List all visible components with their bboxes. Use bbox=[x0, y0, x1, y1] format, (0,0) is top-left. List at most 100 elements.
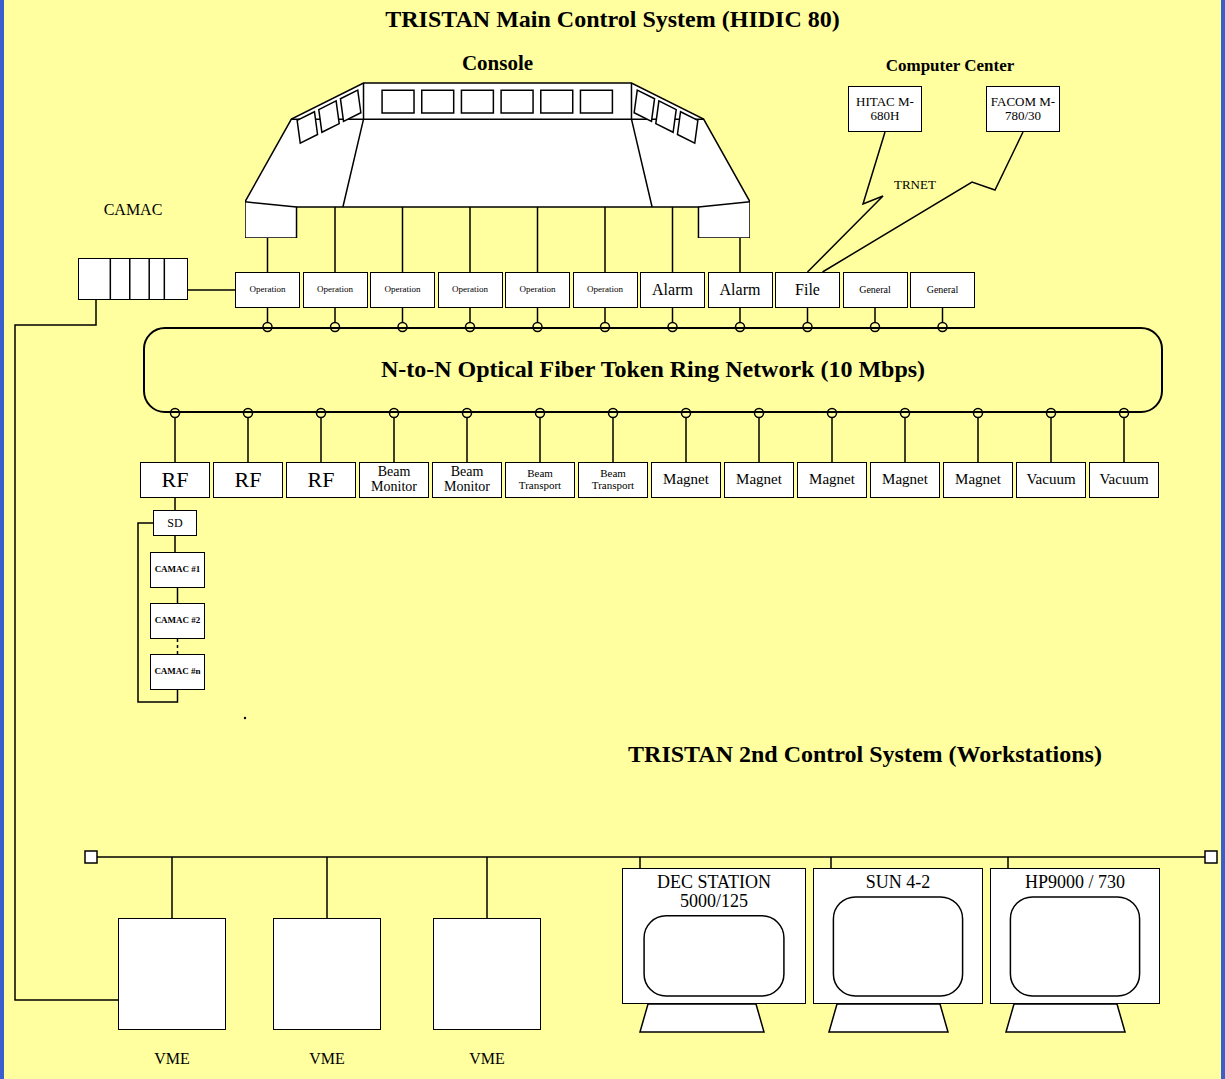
console: Console bbox=[245, 52, 750, 238]
station-box: General bbox=[843, 272, 908, 308]
connector bbox=[402, 207, 404, 272]
mainframe-box: FACOM M-780/30 bbox=[986, 86, 1060, 132]
connector bbox=[537, 207, 539, 272]
connector bbox=[174, 536, 176, 552]
node-label: File bbox=[793, 282, 822, 299]
vme-box: VME bbox=[118, 918, 226, 1030]
node-label: RF bbox=[233, 468, 264, 491]
connector bbox=[831, 413, 833, 462]
title: TRISTAN Main Control System (HIDIC 80) bbox=[0, 6, 1225, 32]
ring-tap bbox=[682, 409, 691, 418]
connector bbox=[1123, 413, 1125, 462]
station-box: Operation bbox=[438, 272, 503, 308]
connector bbox=[1050, 413, 1052, 462]
station-box: Beam Monitor bbox=[432, 462, 502, 498]
section-label: TRISTAN 2nd Control System (Workstations… bbox=[560, 741, 1170, 767]
node-label: VME bbox=[434, 1051, 540, 1068]
connector bbox=[739, 238, 741, 272]
camac-box: CAMAC #2 bbox=[150, 603, 205, 639]
sd-box: SD bbox=[153, 510, 197, 536]
mainframe-box: HITAC M-680H bbox=[848, 86, 922, 132]
connector bbox=[612, 413, 614, 462]
ring-tap bbox=[317, 409, 326, 418]
connector bbox=[267, 238, 269, 272]
node-label: RF bbox=[306, 468, 337, 491]
node-label: SUN 4-2 bbox=[864, 873, 933, 892]
station-box: Magnet bbox=[870, 462, 940, 498]
node-label: Operation bbox=[450, 285, 490, 294]
connector bbox=[247, 413, 249, 462]
node-label: DEC STATION 5000/125 bbox=[623, 873, 805, 911]
node-label: FACOM M-780/30 bbox=[987, 95, 1059, 122]
connector bbox=[15, 300, 118, 1000]
node-label: General bbox=[857, 285, 893, 296]
station-box: Vacuum bbox=[1089, 462, 1159, 498]
ring-tap bbox=[390, 409, 399, 418]
ring-tap bbox=[609, 409, 618, 418]
node-label: Operation bbox=[315, 285, 355, 294]
node-label: Beam Transport bbox=[506, 468, 574, 491]
node-label: VME bbox=[119, 1051, 225, 1068]
connector bbox=[539, 413, 541, 462]
node-label: General bbox=[925, 285, 961, 296]
node-label: Magnet bbox=[880, 472, 930, 488]
station-box: Operation bbox=[303, 272, 368, 308]
connector bbox=[188, 289, 235, 291]
ring-tap bbox=[463, 409, 472, 418]
station-box: General bbox=[910, 272, 975, 308]
node-label: Beam Monitor bbox=[360, 465, 428, 494]
connector bbox=[174, 413, 176, 462]
node-label: Operation bbox=[248, 285, 288, 294]
connector bbox=[758, 413, 760, 462]
ring-tap bbox=[171, 409, 180, 418]
section-label: Computer Center bbox=[800, 57, 1100, 76]
ring-network: N-to-N Optical Fiber Token Ring Network … bbox=[143, 327, 1163, 413]
node-label: HITAC M-680H bbox=[849, 95, 921, 122]
connector bbox=[823, 132, 1024, 272]
station-box: RF bbox=[140, 462, 210, 498]
connector bbox=[320, 413, 322, 462]
station-box: Beam Monitor bbox=[359, 462, 429, 498]
workstation: DEC STATION 5000/125 bbox=[622, 868, 806, 1004]
ring-tap bbox=[1047, 409, 1056, 418]
station-box: RF bbox=[286, 462, 356, 498]
camac-box: CAMAC #n bbox=[150, 654, 205, 690]
connector bbox=[177, 588, 179, 603]
station-box: Alarm bbox=[640, 272, 705, 308]
connector bbox=[808, 132, 886, 272]
frame-edge bbox=[1221, 0, 1225, 1079]
section-label: TRNET bbox=[892, 178, 938, 192]
connector bbox=[685, 413, 687, 462]
frame-edge bbox=[0, 0, 4, 1079]
ring-tap bbox=[901, 409, 910, 418]
node-label: CAMAC #1 bbox=[153, 565, 203, 574]
dot bbox=[244, 717, 246, 719]
station-box: Alarm bbox=[708, 272, 773, 308]
vme-box: VME bbox=[433, 918, 541, 1030]
node-label: CAMAC #n bbox=[152, 667, 202, 676]
node-label: Console bbox=[462, 52, 533, 74]
node-label: CAMAC bbox=[79, 202, 187, 219]
station-box: Operation bbox=[505, 272, 570, 308]
connector bbox=[904, 413, 906, 462]
keyboards bbox=[640, 1004, 1125, 1032]
ring-tap bbox=[244, 409, 253, 418]
station-box: Magnet bbox=[724, 462, 794, 498]
connector bbox=[466, 413, 468, 462]
node-label: VME bbox=[274, 1051, 380, 1068]
bus-line bbox=[97, 856, 1205, 858]
crate-slots bbox=[79, 259, 187, 299]
node-label: Operation bbox=[585, 285, 625, 294]
station-box: File bbox=[775, 272, 840, 308]
station-box: Operation bbox=[370, 272, 435, 308]
node-label: HP9000 / 730 bbox=[1023, 873, 1127, 892]
station-box: Beam Transport bbox=[505, 462, 575, 498]
ring-tap bbox=[755, 409, 764, 418]
station-box: Vacuum bbox=[1016, 462, 1086, 498]
ring-tap bbox=[1120, 409, 1129, 418]
connector bbox=[334, 207, 336, 272]
node-label: CAMAC #2 bbox=[153, 616, 203, 625]
node-label: Magnet bbox=[661, 472, 711, 488]
node-label: Alarm bbox=[718, 282, 763, 299]
